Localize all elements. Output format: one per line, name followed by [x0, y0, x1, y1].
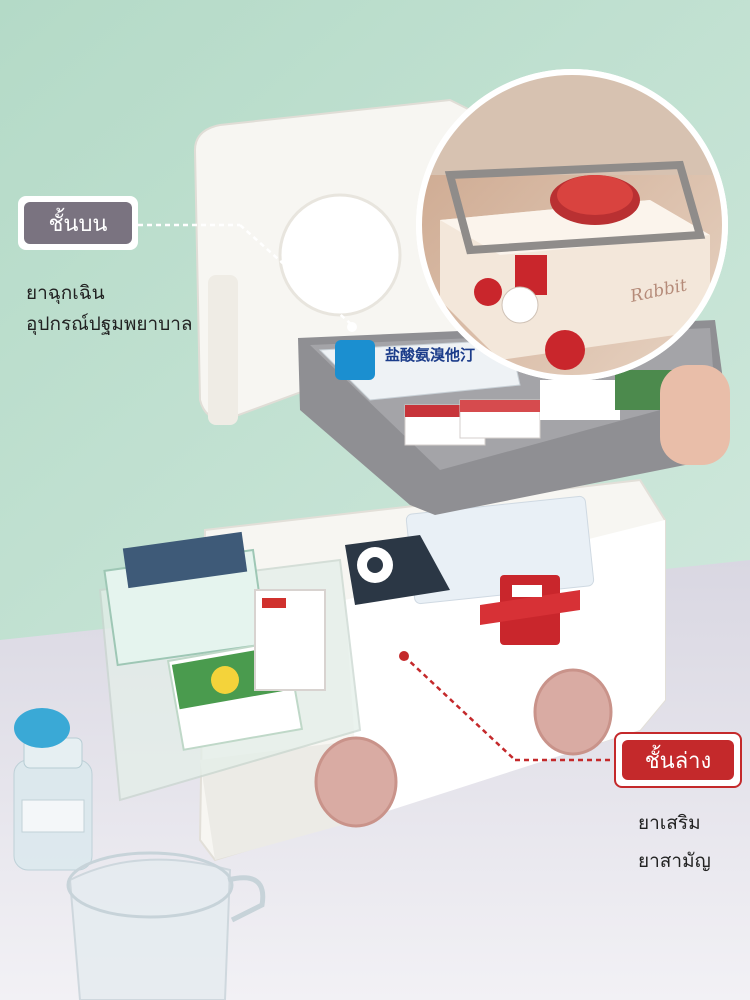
- top-tier-label-inner: ชั้นบน: [24, 202, 132, 244]
- glass-cup: [66, 851, 266, 1000]
- bottom-callout-connector: [403, 655, 620, 762]
- top-tier-title: ชั้นบน: [48, 211, 108, 237]
- inset-photo: Rabbit: [416, 69, 728, 381]
- top-tier-item: ยาฉุกเฉิน: [26, 282, 105, 304]
- top-callout-connector: [138, 223, 357, 332]
- latch: [480, 575, 580, 645]
- tray-box-label: 盐酸氨溴他汀: [385, 346, 475, 364]
- front-drawer: [98, 531, 362, 802]
- top-tier-label: ชั้นบน: [18, 196, 138, 250]
- bottom-tier-label-inner: ชั้นล่าง: [622, 740, 734, 780]
- bottom-tier-contents: ยาเสริม ยาสามัญ: [638, 804, 711, 880]
- top-tier-contents: ยาฉุกเฉิน อุปกรณ์ปฐมพยาบาล: [26, 278, 193, 340]
- bottom-tier-label: ชั้นล่าง: [614, 732, 742, 788]
- bottom-tier-title: ชั้นล่าง: [644, 748, 712, 774]
- wheels: [314, 651, 613, 828]
- bottom-tier-item: ยาสามัญ: [638, 850, 711, 872]
- bottom-tier-item: ยาเสริม: [638, 812, 701, 834]
- top-tier-item: อุปกรณ์ปฐมพยาบาล: [26, 313, 193, 335]
- glass-bottle: [13, 708, 93, 871]
